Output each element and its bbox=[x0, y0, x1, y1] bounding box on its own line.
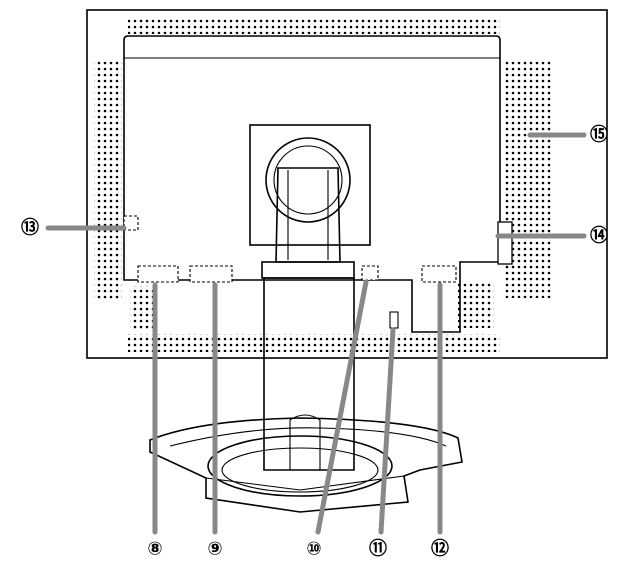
svg-text:⑬: ⑬ bbox=[21, 217, 39, 239]
monitor-bezel bbox=[86, 9, 608, 359]
connector-10 bbox=[361, 265, 379, 281]
svg-text:⑭: ⑭ bbox=[590, 225, 608, 247]
callout-15: ⑮ bbox=[590, 124, 608, 146]
connector-12 bbox=[421, 265, 457, 283]
stand-hinge bbox=[265, 137, 351, 263]
connectors bbox=[123, 215, 513, 329]
callout-13: ⑬ bbox=[21, 217, 39, 239]
sensor-13 bbox=[123, 215, 139, 231]
svg-text:⑮: ⑮ bbox=[590, 124, 608, 146]
svg-text:⑪: ⑪ bbox=[369, 538, 387, 560]
callout-12: ⑫ bbox=[431, 538, 449, 560]
callout-10: ⑩ bbox=[306, 539, 321, 560]
connector-9 bbox=[189, 265, 233, 283]
callout-9: ⑨ bbox=[207, 539, 222, 560]
callout-8: ⑧ bbox=[147, 539, 162, 560]
stand-neck bbox=[261, 261, 355, 471]
connector-8 bbox=[137, 265, 179, 283]
connector-11-slot bbox=[389, 311, 399, 329]
svg-text:⑧: ⑧ bbox=[147, 539, 162, 560]
svg-text:⑩: ⑩ bbox=[306, 539, 321, 560]
callout-14: ⑭ bbox=[590, 225, 608, 247]
back-cover bbox=[123, 35, 501, 333]
stand-mount-plate bbox=[249, 124, 371, 246]
side-button-14 bbox=[497, 221, 513, 265]
callout-11: ⑪ bbox=[369, 538, 387, 560]
stand-base bbox=[149, 417, 463, 513]
svg-text:⑨: ⑨ bbox=[207, 539, 222, 560]
leader-lines bbox=[45, 132, 587, 535]
svg-text:⑫: ⑫ bbox=[431, 538, 449, 560]
vent-grilles bbox=[94, 18, 552, 352]
